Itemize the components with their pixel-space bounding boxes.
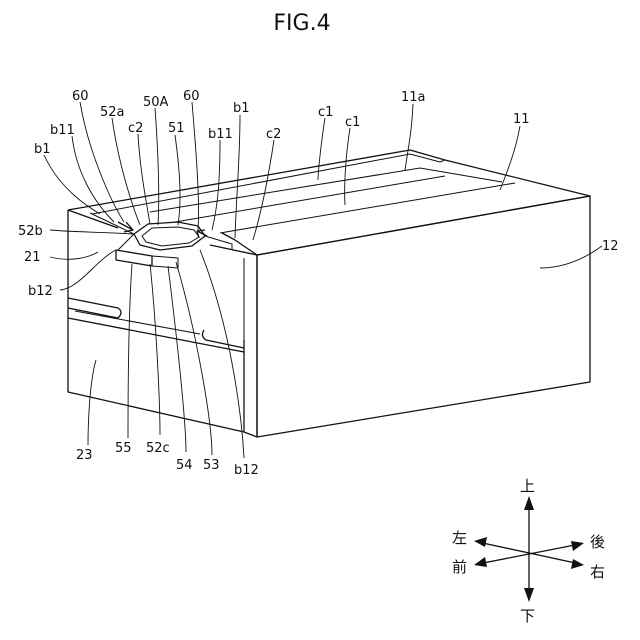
arrow-up-icon [524,496,534,510]
label-23: 23 [76,448,93,463]
right-face-12 [257,196,590,437]
flap-b11-right [205,236,232,250]
direction-right: 右 [590,563,605,581]
label-60-left: 60 [72,89,89,104]
opening-50A [134,222,205,250]
label-b11-left: b11 [50,123,75,138]
label-53: 53 [203,458,220,473]
label-11a: 11a [401,90,426,105]
tape-line-c1-lower [175,176,445,222]
arrow-left-icon [474,537,487,547]
label-52a: 52a [100,105,125,120]
label-55: 55 [115,441,132,456]
tape-line-c1-upper [150,168,502,212]
label-b1-left: b1 [34,142,51,157]
opening-inner [142,227,199,246]
label-b12-left: b12 [28,284,53,299]
direction-down: 下 [520,607,535,625]
label-b1-top: b1 [233,101,250,116]
label-c1-left: c1 [318,105,333,120]
label-51: 51 [168,121,185,136]
direction-indicator: 上 下 左 前 後 右 [452,477,605,625]
direction-front: 前 [452,558,467,576]
label-b11-right: b11 [208,127,233,142]
label-c1-right: c1 [345,115,360,130]
direction-left: 左 [452,529,467,547]
reference-labels: 60 52a 50A 60 b1 11a c2 51 b11 c2 c1 c1 … [18,89,619,478]
direction-up: 上 [520,477,535,495]
front-face-upper-21 [68,210,244,432]
top-inner-edge [220,183,515,233]
tab-53 [116,250,152,266]
figure-title: FIG.4 [273,11,330,36]
label-c2-right: c2 [266,127,281,142]
label-52c: 52c [146,441,170,456]
arrow-down-icon [524,588,534,602]
label-c2-left: c2 [128,121,143,136]
box-drawing [68,150,590,437]
arrow-right-icon [571,559,584,569]
leader-lines [44,102,602,458]
front-face-right-edge [244,255,257,437]
label-52b: 52b [18,224,43,239]
label-12: 12 [602,239,619,254]
label-54: 54 [176,458,193,473]
label-11: 11 [513,112,530,127]
arrow-front-icon [474,557,487,567]
label-60-right: 60 [183,89,200,104]
label-b12-bottom: b12 [234,463,259,478]
top-face-rim [92,154,445,214]
label-21: 21 [24,250,41,265]
label-50A: 50A [143,95,169,110]
tab-54 [152,256,178,268]
arrow-back-icon [571,541,584,551]
direction-back: 後 [590,533,605,551]
